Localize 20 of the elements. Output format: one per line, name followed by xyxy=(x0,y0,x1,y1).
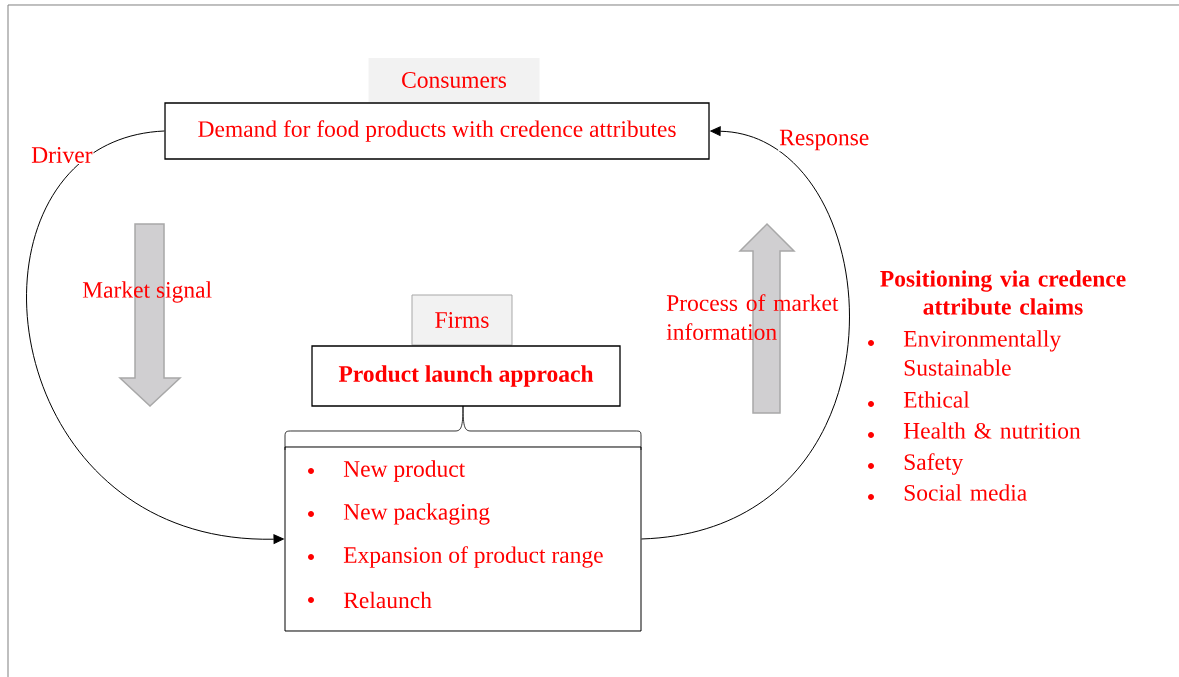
process-box: Product launch approach xyxy=(311,345,621,407)
bullet-item: Safety xyxy=(868,453,964,475)
edge-label: Driver xyxy=(30,146,94,164)
arrow-label: Process of market information xyxy=(666,294,839,340)
list-item: New product xyxy=(308,460,466,482)
process-box: Demand for food products with credence attributes xyxy=(164,102,710,160)
arrow xyxy=(641,126,850,540)
list-item: Relaunch xyxy=(308,591,432,609)
list-item: New packaging xyxy=(308,503,490,525)
label-box: Firms xyxy=(411,294,513,346)
list-item: Expansion of product range xyxy=(308,546,603,568)
bullet-item: Ethical xyxy=(868,391,970,408)
bullet-item: Social media xyxy=(868,484,1027,501)
arrow xyxy=(26,130,284,545)
edge-label: Response xyxy=(778,128,871,152)
bullet-item: Environmentally Sustainable xyxy=(868,330,1062,376)
arrow-label: Market signal xyxy=(82,281,212,303)
label-box: Consumers xyxy=(368,58,540,102)
heading: Positioning via credence attribute claims xyxy=(880,270,1126,315)
bullet-item: Health & nutrition xyxy=(868,422,1081,439)
